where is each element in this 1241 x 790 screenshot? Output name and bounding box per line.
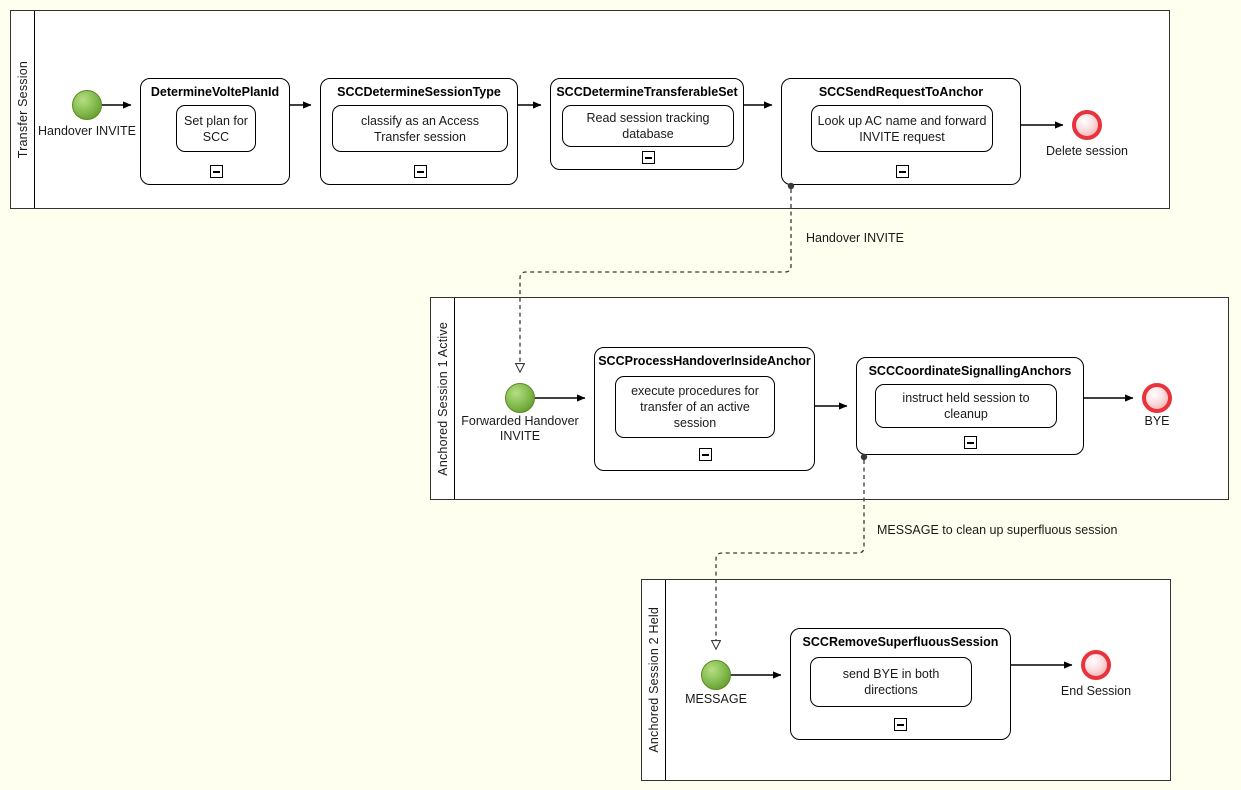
lane-transfer-session-label: Transfer Session — [15, 60, 30, 159]
subprocess-scccoordinatesignallinganchors-title: SCCCoordinateSignallingAnchors — [868, 364, 1072, 378]
subprocess-sccsendrequesttoanchor-description: Look up AC name and forward INVITE reque… — [817, 113, 987, 144]
collapsed-subprocess-minus-icon[interactable] — [641, 151, 655, 164]
start-event-forwarded-handover-invite-label: Forwarded Handover INVITE — [461, 414, 579, 443]
subprocess-sccprocesshandoverinsideanchor-description: execute procedures for transfer of an ac… — [631, 384, 759, 430]
subprocess-sccremovesuperfluoussession-description: send BYE in both directions — [842, 667, 940, 697]
subprocess-sccsendrequesttoanchor-body: Look up AC name and forward INVITE reque… — [811, 105, 993, 152]
subprocess-scccoordinatesignallinganchors-body: instruct held session to cleanup — [875, 384, 1057, 428]
subprocess-sccdeterminesessiontype-body: classify as an Access Transfer session — [332, 105, 508, 152]
lane-anchored-session-2-held-label: Anchored Session 2 Held — [646, 607, 661, 753]
start-event-handover-invite[interactable] — [72, 90, 102, 120]
subprocess-determinevolteplanid-body: Set plan for SCC — [176, 105, 256, 152]
subprocess-sccdeterminetransferableset-description: Read session tracking database — [586, 111, 710, 141]
collapsed-subprocess-minus-icon[interactable] — [894, 718, 907, 731]
subprocess-sccremovesuperfluoussession-title: SCCRemoveSuperfluousSession — [802, 635, 999, 649]
collapsed-subprocess-minus-icon[interactable] — [413, 165, 427, 178]
start-event-message-label: MESSAGE — [685, 692, 747, 706]
collapsed-subprocess-minus-icon[interactable] — [963, 436, 977, 449]
start-event-forwarded-handover-invite[interactable] — [505, 383, 535, 413]
end-event-bye[interactable] — [1142, 383, 1172, 413]
msg-flow-message-cleanup-label: MESSAGE to clean up superfluous session — [877, 523, 1118, 537]
subprocess-sccdeterminesessiontype[interactable]: SCCDetermineSessionType classify as an A… — [320, 78, 518, 185]
end-event-end-session[interactable] — [1081, 650, 1111, 680]
collapsed-subprocess-minus-icon[interactable] — [895, 165, 909, 178]
lane-anchored-session-2-held-header: Anchored Session 2 Held — [642, 580, 666, 780]
collapsed-subprocess-minus-icon[interactable] — [209, 165, 223, 178]
lane-anchored-session-1-active[interactable]: Anchored Session 1 Active — [430, 297, 1229, 500]
collapsed-subprocess-minus-icon[interactable] — [699, 448, 712, 461]
start-event-message[interactable] — [701, 660, 731, 690]
subprocess-determinevolteplanid-title: DetermineVoltePlanId — [150, 85, 280, 99]
subprocess-scccoordinatesignallinganchors[interactable]: SCCCoordinateSignallingAnchors instruct … — [856, 357, 1084, 455]
end-event-delete-session-label: Delete session — [1046, 144, 1128, 158]
end-event-delete-session[interactable] — [1072, 110, 1102, 140]
subprocess-sccprocesshandoverinsideanchor-title: SCCProcessHandoverInsideAnchor — [598, 354, 811, 368]
subprocess-sccdeterminetransferableset-title: SCCDetermineTransferableSet — [556, 85, 738, 99]
end-event-end-session-label: End Session — [1060, 684, 1132, 698]
msg-flow-handover-invite-label: Handover INVITE — [806, 231, 904, 245]
subprocess-sccprocesshandoverinsideanchor[interactable]: SCCProcessHandoverInsideAnchor execute p… — [594, 347, 815, 471]
subprocess-sccremovesuperfluoussession-body: send BYE in both directions — [810, 657, 972, 707]
subprocess-sccsendrequesttoanchor[interactable]: SCCSendRequestToAnchor Look up AC name a… — [781, 78, 1021, 185]
lane-anchored-session-1-active-label: Anchored Session 1 Active — [435, 321, 450, 476]
subprocess-sccremovesuperfluoussession[interactable]: SCCRemoveSuperfluousSession send BYE in … — [790, 628, 1011, 740]
subprocess-sccdeterminetransferableset[interactable]: SCCDetermineTransferableSet Read session… — [550, 78, 744, 170]
start-event-handover-invite-label: Handover INVITE — [38, 124, 136, 138]
subprocess-scccoordinatesignallinganchors-description: instruct held session to cleanup — [902, 391, 1030, 421]
lane-transfer-session-header: Transfer Session — [11, 11, 35, 208]
subprocess-determinevolteplanid-description: Set plan for SCC — [184, 113, 248, 144]
subprocess-sccdeterminetransferableset-body: Read session tracking database — [562, 105, 734, 147]
subprocess-determinevolteplanid[interactable]: DetermineVoltePlanId Set plan for SCC — [140, 78, 290, 185]
end-event-bye-label: BYE — [1144, 414, 1170, 428]
subprocess-sccprocesshandoverinsideanchor-body: execute procedures for transfer of an ac… — [615, 376, 775, 438]
subprocess-sccdeterminesessiontype-title: SCCDetermineSessionType — [337, 85, 501, 99]
lane-anchored-session-1-active-header: Anchored Session 1 Active — [431, 298, 455, 499]
subprocess-sccsendrequesttoanchor-title: SCCSendRequestToAnchor — [818, 85, 984, 99]
subprocess-sccdeterminesessiontype-description: classify as an Access Transfer session — [360, 113, 480, 144]
